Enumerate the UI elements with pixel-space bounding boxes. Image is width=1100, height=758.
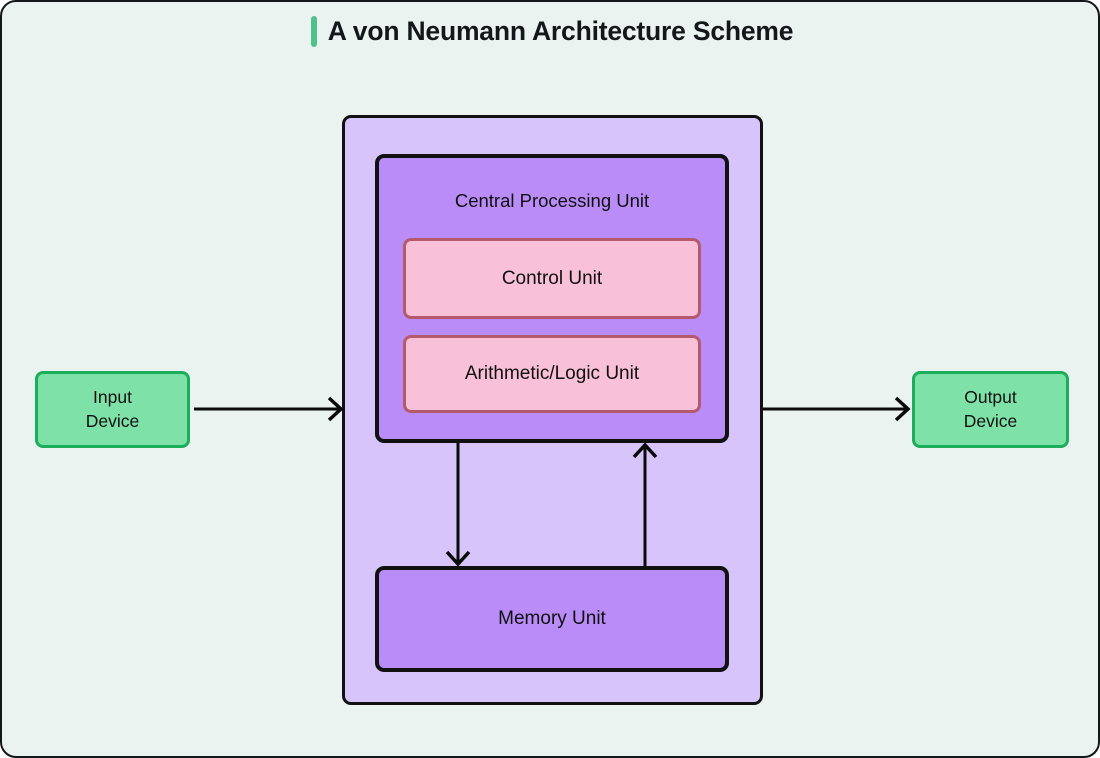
input-device-label: Input Device bbox=[86, 386, 140, 433]
output-device-label: Output Device bbox=[964, 386, 1018, 433]
arrow-cpu-to-output bbox=[763, 396, 911, 422]
title-accent-bar bbox=[310, 16, 317, 47]
output-device-label-line1: Output bbox=[964, 386, 1017, 407]
memory-unit-box[interactable]: Memory Unit bbox=[375, 566, 729, 672]
output-device-box[interactable]: Output Device bbox=[912, 371, 1069, 448]
input-device-label-line1: Input bbox=[93, 386, 132, 407]
input-device-box[interactable]: Input Device bbox=[35, 371, 190, 448]
control-unit-box[interactable]: Control Unit bbox=[403, 238, 701, 319]
arithmetic-logic-unit-box[interactable]: Arithmetic/Logic Unit bbox=[403, 335, 701, 413]
title-text: A von Neumann Architecture Scheme bbox=[327, 16, 794, 46]
control-unit-label: Control Unit bbox=[501, 267, 603, 289]
arrow-input-to-cpu bbox=[194, 396, 344, 422]
cpu-label: Central Processing Unit bbox=[454, 190, 650, 211]
output-device-label-line2: Device bbox=[963, 410, 1018, 431]
arithmetic-logic-unit-label: Arithmetic/Logic Unit bbox=[464, 363, 640, 384]
page-title: A von Neumann Architecture Scheme bbox=[2, 16, 1098, 47]
memory-unit-label: Memory Unit bbox=[498, 608, 606, 629]
input-device-label-line2: Device bbox=[85, 410, 140, 431]
